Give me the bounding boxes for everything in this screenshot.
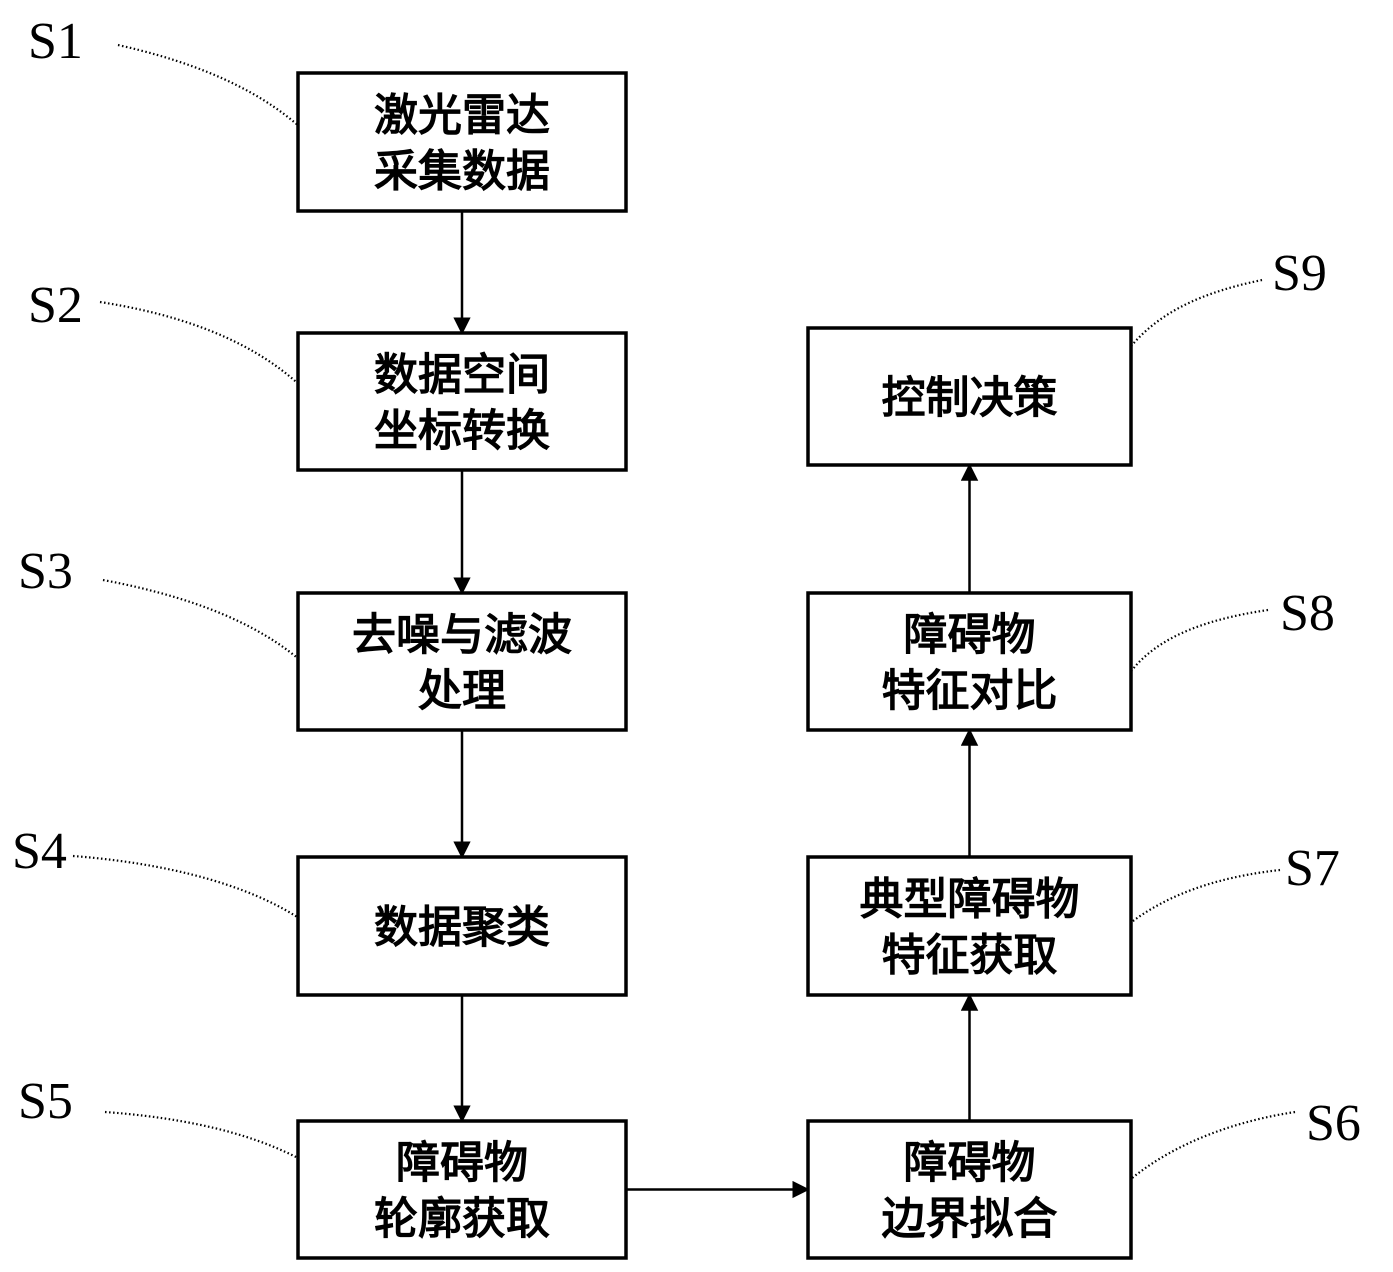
leader-line-s2 [100,302,327,415]
step-label-s6: S6 [1306,1095,1361,1152]
leader-line-s1 [118,45,327,155]
step-label-s2: S2 [28,277,83,334]
step-label-s3: S3 [18,543,73,600]
step-text-line: 数据聚类 [374,902,550,953]
step-text-line: 特征获取 [882,930,1058,981]
step-text-line: 障碍物 [904,1138,1036,1189]
step-text-line: 控制决策 [882,373,1058,424]
step-box-s2: 数据空间坐标转换 [298,333,626,470]
leader-line-s8 [1125,610,1268,680]
step-text-line: 激光雷达 [374,90,550,141]
step-text-line: 数据空间 [374,350,550,401]
leader-line-s4 [73,856,327,940]
step-label-s4: S4 [12,823,67,880]
step-box-s1: 激光雷达采集数据 [298,73,626,211]
step-text-line: 障碍物 [904,610,1036,661]
step-label-s7: S7 [1285,840,1340,897]
step-text-line: 轮廓获取 [374,1194,550,1245]
step-box-s9: 控制决策 [808,328,1131,465]
step-text-line: 典型障碍物 [860,874,1080,925]
step-label-s8: S8 [1280,585,1335,642]
leader-line-s3 [103,580,327,688]
step-text-line: 坐标转换 [374,406,550,457]
step-text-line: 边界拟合 [882,1194,1058,1245]
step-label-s1: S1 [28,13,83,70]
step-box-s5: 障碍物轮廓获取 [298,1121,626,1258]
step-box-s8: 障碍物特征对比 [808,593,1131,730]
step-text-line: 障碍物 [396,1138,528,1189]
step-box-s6: 障碍物边界拟合 [808,1121,1131,1258]
step-text-line: 去噪与滤波 [352,610,572,661]
step-label-s5: S5 [18,1073,73,1130]
step-text-line: 采集数据 [374,146,550,197]
leader-line-s9 [1110,280,1262,378]
step-box-s4: 数据聚类 [298,857,626,995]
step-text-line: 特征对比 [882,666,1058,717]
step-text-line: 处理 [418,666,506,717]
step-box-s3: 去噪与滤波处理 [298,593,626,730]
step-box-s7: 典型障碍物特征获取 [808,857,1131,995]
step-label-s9: S9 [1272,245,1327,302]
